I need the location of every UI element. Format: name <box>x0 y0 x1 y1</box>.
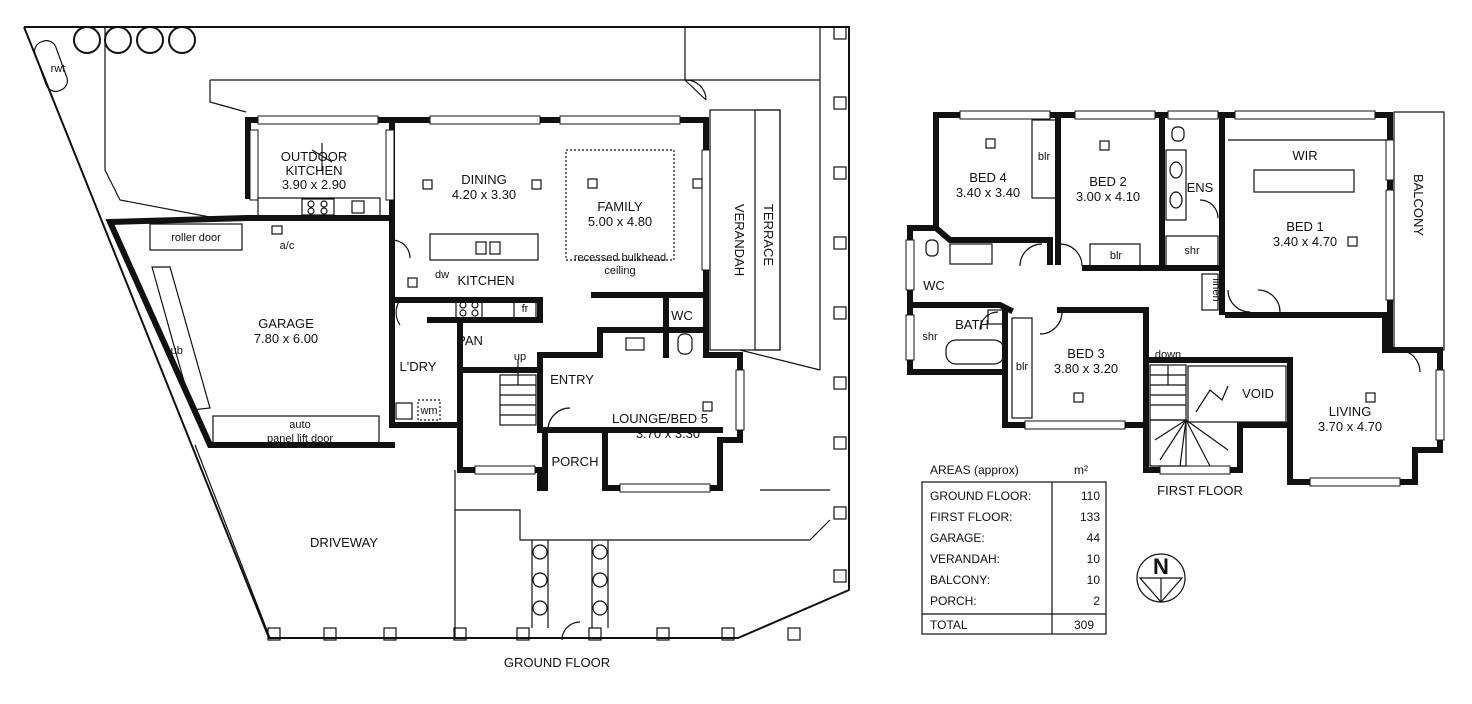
family-name: FAMILY <box>597 199 643 214</box>
areas-row-label: PORCH: <box>930 594 977 608</box>
rwt-label: rwt <box>51 63 66 75</box>
areas-total-label: TOTAL <box>930 618 968 632</box>
areas-unit: m² <box>1074 463 1088 477</box>
entry-name: ENTRY <box>550 372 594 387</box>
kitchen-island <box>429 233 539 261</box>
areas-total-value: 309 <box>1074 618 1094 632</box>
lounge-dims: 3.70 x 3.30 <box>636 426 700 441</box>
bed4-dims: 3.40 x 3.40 <box>956 185 1020 200</box>
outdoor-kitchen-dims: 3.90 x 2.90 <box>282 177 346 192</box>
verandah-label: VERANDAH <box>732 204 747 276</box>
areas-row-label: GROUND FLOOR: <box>930 489 1031 503</box>
bed1-name: BED 1 <box>1286 219 1324 234</box>
site-boundary <box>23 26 850 639</box>
kitchen-name: KITCHEN <box>457 273 514 288</box>
linen-label: linen <box>1210 278 1222 301</box>
bed3-dims: 3.80 x 3.20 <box>1054 361 1118 376</box>
ground-floor-title: GROUND FLOOR <box>504 655 610 670</box>
trees <box>73 26 196 54</box>
garage-dims: 7.80 x 6.00 <box>254 331 318 346</box>
rainwater-tank <box>33 40 69 92</box>
areas-row-label: BALCONY: <box>930 573 990 587</box>
dining-name: DINING <box>461 172 507 187</box>
driveway-name: DRIVEWAY <box>310 535 378 550</box>
wc-first-name: WC <box>923 278 945 293</box>
fence-posts <box>267 26 847 641</box>
lounge-name: LOUNGE/BED 5 <box>612 411 708 426</box>
wir-name: WIR <box>1292 148 1317 163</box>
outdoor-kitchen-name: OUTDOOR <box>281 149 347 164</box>
bed4-name: BED 4 <box>969 170 1007 185</box>
living-name: LIVING <box>1329 404 1372 419</box>
bed2-name: BED 2 <box>1089 174 1127 189</box>
areas-row-value: 133 <box>1080 510 1100 524</box>
wir-rail <box>1253 169 1355 193</box>
wc-name: WC <box>671 308 693 323</box>
bed2-robe-label: blr <box>1110 250 1123 262</box>
shrubs <box>531 540 609 641</box>
auto-door <box>212 415 380 445</box>
balcony-label: BALCONY <box>1411 174 1426 236</box>
family-dims: 5.00 x 4.80 <box>588 214 652 229</box>
areas-row-value: 44 <box>1087 531 1101 545</box>
void-label: VOID <box>1242 386 1274 401</box>
pantry-name: PAN <box>457 333 483 348</box>
cooktop-icon <box>301 198 365 216</box>
areas-heading: AREAS (approx) <box>930 463 1019 477</box>
ground-floor-plan: rwt <box>23 26 850 670</box>
first-floor-title: FIRST FLOOR <box>1157 483 1243 498</box>
areas-row-label: GARAGE: <box>930 531 985 545</box>
stairs-first: down <box>1149 349 1229 467</box>
wm-label: wm <box>419 405 437 417</box>
ceiling-fan-icon <box>311 143 333 170</box>
areas-row-label: VERANDAH: <box>930 552 1000 566</box>
bulkhead-label-2: ceiling <box>604 265 635 277</box>
areas-table: AREAS (approx) m² GROUND FLOOR: 110FIRST … <box>921 463 1107 635</box>
void-outline <box>1187 365 1287 423</box>
ground-windows <box>249 115 745 493</box>
porch-name: PORCH <box>552 454 599 469</box>
ens-label: ENS <box>1187 180 1214 195</box>
areas-row-value: 110 <box>1081 489 1100 503</box>
areas-row-value: 10 <box>1087 552 1101 566</box>
cupboard <box>151 266 211 411</box>
auto-door-label-2: panel lift door <box>267 433 333 445</box>
living-dims: 3.70 x 4.70 <box>1318 419 1382 434</box>
areas-row-value: 2 <box>1093 594 1100 608</box>
bulkhead-label-1: recessed bulkhead <box>574 252 666 264</box>
bed2-dims: 3.00 x 4.10 <box>1076 189 1140 204</box>
north-arrow-icon: N <box>1136 553 1186 603</box>
up-label: up <box>514 351 526 363</box>
dining-dims: 4.20 x 3.30 <box>452 187 516 202</box>
areas-row-label: FIRST FLOOR: <box>930 510 1012 524</box>
roller-door-label: roller door <box>171 232 221 244</box>
bed4-robe-label: blr <box>1038 151 1051 163</box>
ens-shr-label: shr <box>1184 245 1200 257</box>
auto-door-label: auto <box>289 419 310 431</box>
laundry-name: L'DRY <box>400 359 437 374</box>
roller-door <box>149 223 243 251</box>
outdoor-kitchen-name2: KITCHEN <box>285 163 342 178</box>
stairs-ground: up <box>499 351 537 426</box>
kitchen-cooktop-icon <box>455 299 483 319</box>
garage-name: GARAGE <box>258 316 314 331</box>
bed3-robe-label: blr <box>1016 361 1029 373</box>
fridge-label: fr <box>522 303 529 315</box>
dw-label: dw <box>435 269 449 281</box>
compass-letter: N <box>1153 554 1169 579</box>
terrace-label: TERRACE <box>761 204 776 266</box>
ac-label: a/c <box>280 240 295 252</box>
bath-name: BATH <box>955 317 989 332</box>
cub-label: cub <box>165 345 183 357</box>
balcony-outline <box>1393 111 1445 351</box>
bed3-name: BED 3 <box>1067 346 1105 361</box>
down-label: down <box>1155 349 1181 361</box>
areas-row-value: 10 <box>1087 573 1101 587</box>
first-floor-plan: BALCONY blr blr blr linen ENS shr shr <box>905 110 1445 498</box>
bath-shr-label: shr <box>922 331 938 343</box>
recessed-bulkhead <box>565 149 675 261</box>
bed1-dims: 3.40 x 4.70 <box>1273 234 1337 249</box>
